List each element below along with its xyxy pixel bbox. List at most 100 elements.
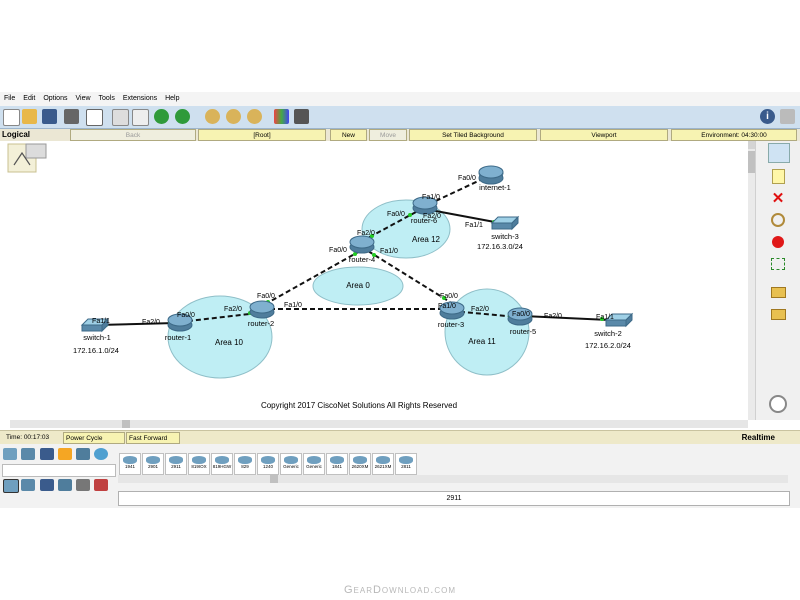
- link-router6-router4[interactable]: [365, 211, 417, 240]
- menu-file[interactable]: File: [4, 95, 16, 102]
- activity-wizard-icon[interactable]: [86, 109, 103, 126]
- network-info-icon[interactable]: [780, 109, 795, 124]
- select-tool-icon[interactable]: [768, 143, 790, 163]
- menu-extensions[interactable]: Extensions: [122, 95, 158, 102]
- menu-help[interactable]: Help: [165, 95, 180, 102]
- switch-icon[interactable]: [80, 317, 110, 333]
- environment-button[interactable]: Environment: 04:30:00: [671, 129, 797, 141]
- undo-icon[interactable]: [154, 109, 169, 124]
- resize-shape-icon[interactable]: [768, 255, 788, 273]
- menu-bar: File Edit Options View Tools Extensions Help: [0, 92, 800, 106]
- device-model-1240[interactable]: 1240: [257, 453, 279, 475]
- router-icon[interactable]: [507, 307, 533, 326]
- move-object-button[interactable]: Move Object: [369, 129, 407, 151]
- realtime-mode-label[interactable]: Realtime: [741, 433, 775, 442]
- hubs-category-icon[interactable]: [40, 448, 54, 460]
- device-list-scrollbar[interactable]: [118, 475, 788, 483]
- new-cluster-button[interactable]: New Cluster: [330, 129, 367, 151]
- link-router4-router2[interactable]: [261, 250, 361, 307]
- menu-options[interactable]: Options: [43, 95, 68, 102]
- zoom-reset-icon[interactable]: [226, 109, 241, 124]
- router-subcategory-icon[interactable]: [3, 479, 19, 493]
- add-simple-pdu-icon[interactable]: [768, 283, 788, 301]
- link-router5-switch2[interactable]: [522, 315, 610, 321]
- router-icon: [169, 456, 183, 464]
- info-icon[interactable]: i: [760, 109, 775, 124]
- navigation-panel-icon[interactable]: [7, 143, 47, 173]
- canvas-vertical-scrollbar[interactable]: [748, 141, 755, 420]
- power-cycle-devices-button[interactable]: Power Cycle Devices: [63, 432, 125, 454]
- device-model-1841[interactable]: 1841: [326, 453, 348, 475]
- zoom-in-icon[interactable]: [205, 109, 220, 124]
- common-tools-bar: ✕: [755, 141, 800, 420]
- place-note-icon[interactable]: [768, 167, 788, 185]
- palette-icon[interactable]: [274, 109, 289, 124]
- print-icon[interactable]: [64, 109, 79, 124]
- set-tiled-background-button[interactable]: Set Tiled Background: [409, 129, 537, 141]
- inspect-icon[interactable]: [768, 211, 788, 229]
- switch-subcategory-icon[interactable]: [21, 479, 35, 491]
- logical-workspace-label[interactable]: Logical: [2, 130, 31, 139]
- switches-category-icon[interactable]: [21, 448, 35, 460]
- device-model-1941[interactable]: 1941: [119, 453, 141, 475]
- device-model-2911[interactable]: 2911: [165, 453, 187, 475]
- router-icon[interactable]: [412, 196, 438, 215]
- draw-shape-icon[interactable]: [768, 233, 788, 251]
- wan-emulation-category-icon[interactable]: [94, 448, 108, 460]
- device-model-2620xm[interactable]: 2620XM: [349, 453, 371, 475]
- device-model-829[interactable]: 829: [234, 453, 256, 475]
- custom-device-icon[interactable]: [294, 109, 309, 124]
- device-label-router-1: router-1: [165, 333, 191, 342]
- subnet-label-switch-3: 172.16.3.0/24: [477, 242, 523, 251]
- port-label: Fa1/1: [596, 314, 614, 321]
- menu-view[interactable]: View: [75, 95, 91, 102]
- port-label: Fa1/0: [438, 303, 456, 310]
- menu-tools[interactable]: Tools: [98, 95, 115, 102]
- new-file-icon[interactable]: [3, 109, 20, 126]
- copy-icon[interactable]: [112, 109, 129, 126]
- wan-subcategory-icon[interactable]: [94, 479, 108, 491]
- root-button[interactable]: [Root]: [198, 129, 326, 141]
- end-devices-category-icon[interactable]: [76, 448, 90, 460]
- viewport-button[interactable]: Viewport: [540, 129, 668, 141]
- device-model-generic[interactable]: Generic: [303, 453, 325, 475]
- device-model-2901[interactable]: 2901: [142, 453, 164, 475]
- switch-icon[interactable]: [490, 215, 520, 231]
- menu-edit[interactable]: Edit: [23, 95, 36, 102]
- device-model-819iox[interactable]: 819IOX: [188, 453, 210, 475]
- router-icon: [215, 456, 229, 464]
- realtime-clock-icon[interactable]: [768, 395, 788, 413]
- zoom-out-icon[interactable]: [247, 109, 262, 124]
- back-button[interactable]: Back: [70, 129, 196, 141]
- router-icon[interactable]: [478, 165, 504, 185]
- link-router4-router3[interactable]: [367, 250, 451, 303]
- link-switch1-router1[interactable]: [97, 322, 177, 326]
- wireless-subcategory-icon[interactable]: [58, 479, 72, 491]
- router-icon[interactable]: [167, 313, 193, 332]
- security-subcategory-icon[interactable]: [76, 479, 90, 491]
- paste-icon[interactable]: [132, 109, 149, 126]
- redo-icon[interactable]: [175, 109, 190, 124]
- port-labels: Fa0/0 Fa1/0 Fa0/0 Fa2/0 Fa1/1 Fa2/0 Fa0/…: [92, 175, 614, 326]
- link-router6-switch3[interactable]: [424, 208, 501, 224]
- switch-icon[interactable]: [604, 312, 634, 328]
- canvas-horizontal-scrollbar[interactable]: [10, 420, 748, 428]
- router-icon[interactable]: [439, 301, 465, 320]
- fast-forward-time-button[interactable]: Fast Forward Time: [126, 432, 180, 454]
- device-label-internet-1: internet-1: [479, 183, 511, 192]
- device-model-generic[interactable]: Generic: [280, 453, 302, 475]
- add-complex-pdu-icon[interactable]: [768, 305, 788, 323]
- router-icon[interactable]: [349, 235, 375, 254]
- device-model-2621xm[interactable]: 2621XM: [372, 453, 394, 475]
- device-model-2811[interactable]: 2811: [395, 453, 417, 475]
- save-icon[interactable]: [42, 109, 57, 124]
- device-model-819hgw[interactable]: 819HGW: [211, 453, 233, 475]
- logical-workspace-canvas[interactable]: Area 12 Area 0 Area 10 Area 11: [0, 141, 750, 420]
- routers-category-icon[interactable]: [3, 448, 17, 460]
- hub-subcategory-icon[interactable]: [40, 479, 54, 491]
- link-router1-router2[interactable]: [179, 312, 259, 323]
- open-folder-icon[interactable]: [22, 109, 37, 124]
- router-icon[interactable]: [249, 300, 275, 319]
- connections-category-icon[interactable]: [58, 448, 72, 460]
- delete-icon[interactable]: ✕: [771, 190, 785, 207]
